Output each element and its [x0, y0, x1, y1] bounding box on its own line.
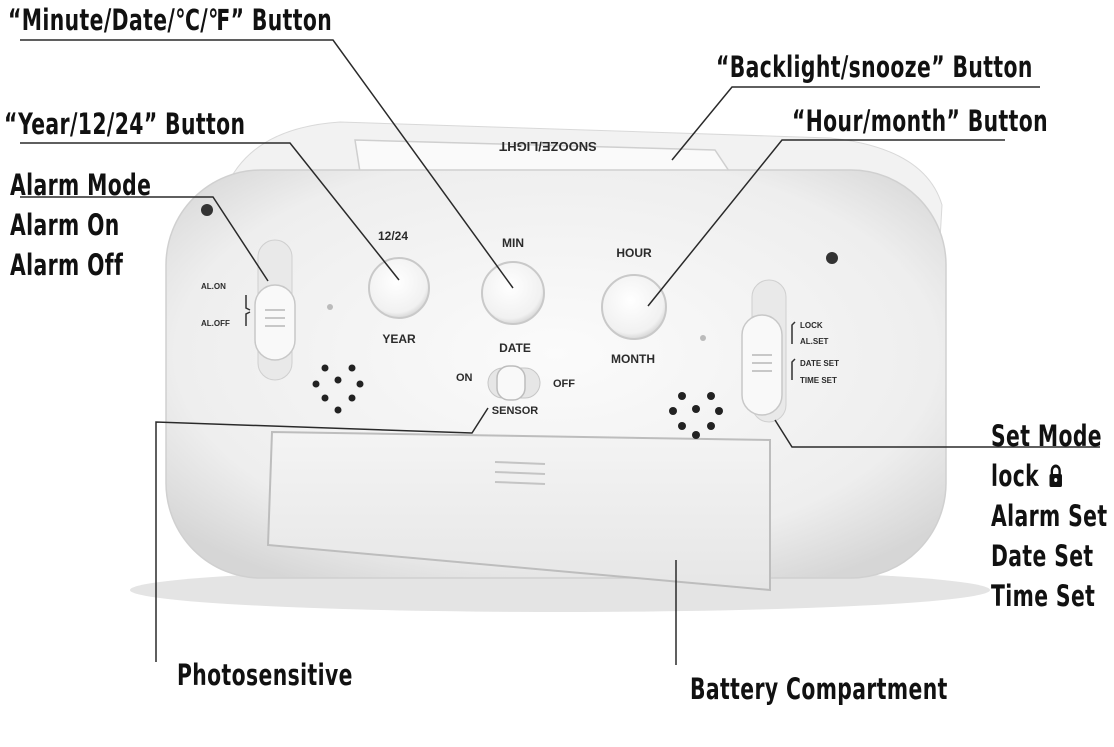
label-date-set: DATE SET	[800, 359, 839, 368]
cover-grip[interactable]	[494, 461, 546, 485]
set-bracket	[791, 321, 796, 380]
callout-battery-compartment: Battery Compartment	[690, 672, 948, 706]
leader-backlight	[671, 86, 1040, 161]
hour-month-button[interactable]	[601, 274, 667, 340]
screw-hole-right	[826, 252, 838, 264]
label-sensor: SENSOR	[492, 405, 539, 417]
label-min: MIN	[502, 236, 524, 250]
leader-set-mode	[774, 419, 1100, 448]
floor-shadow	[130, 568, 990, 612]
vent-hole	[700, 335, 706, 341]
label-al-on: AL.ON	[201, 282, 226, 291]
alarm-mode-slider[interactable]	[254, 284, 296, 361]
callout-backlight-button: “Backlight/snooze” Button	[716, 50, 1033, 84]
set-time-set-text: Time Set	[991, 579, 1096, 613]
leader-year	[20, 142, 400, 281]
leader-minute	[20, 39, 514, 289]
year-12-24-button[interactable]	[368, 257, 430, 319]
set-mode-slider[interactable]	[741, 314, 783, 416]
alarm-on-text: Alarm On	[10, 208, 120, 242]
label-time-set: TIME SET	[800, 376, 837, 385]
leader-lines	[20, 39, 1100, 665]
callout-hour-button: “Hour/month” Button	[792, 104, 1049, 138]
min-date-button[interactable]	[481, 261, 545, 325]
leader-alarm	[20, 196, 269, 282]
alarm-mode-title: Alarm Mode	[10, 168, 152, 202]
callout-minute-date-button: “Minute/Date/℃/℉” Button	[8, 3, 333, 37]
alarm-off-text: Alarm Off	[10, 248, 124, 282]
set-mode-title: Set Mode	[991, 419, 1103, 453]
set-date-set-text: Date Set	[991, 539, 1094, 573]
label-hour: HOUR	[616, 246, 652, 260]
label-year: YEAR	[382, 332, 416, 346]
label-al-off: AL.OFF	[201, 319, 230, 328]
vent-hole	[327, 304, 333, 310]
label-12-24: 12/24	[378, 229, 408, 243]
set-alarm-set-text: Alarm Set	[991, 499, 1108, 533]
al-bracket	[245, 295, 251, 326]
label-on: ON	[456, 372, 473, 384]
padlock-icon	[1049, 464, 1063, 487]
speaker-right	[669, 392, 723, 439]
callout-alarm-mode: Alarm Mode Alarm On Alarm Off	[10, 165, 151, 285]
sensor-switch[interactable]	[496, 365, 526, 401]
label-off: OFF	[553, 378, 575, 390]
leader-hour	[647, 139, 1005, 307]
callout-set-mode: Set Mode lock Alarm Set Date Set Time Se…	[991, 416, 1107, 616]
label-lock: LOCK	[800, 321, 823, 330]
screw-hole-left	[201, 204, 213, 216]
leader-photosensitive	[155, 407, 489, 662]
callout-photosensitive: Photosensitive	[177, 658, 353, 692]
battery-compartment-cover[interactable]	[266, 430, 771, 592]
label-al-set: AL.SET	[800, 337, 829, 346]
set-lock-text: lock	[991, 459, 1040, 493]
set-lock-row: lock	[991, 456, 1107, 496]
label-month: MONTH	[611, 352, 655, 366]
label-date: DATE	[499, 341, 531, 355]
speaker-left	[312, 364, 364, 414]
callout-year-button: “Year/12/24” Button	[4, 107, 246, 141]
snooze-light-label: SNOOZE/LIGHT	[499, 139, 597, 154]
